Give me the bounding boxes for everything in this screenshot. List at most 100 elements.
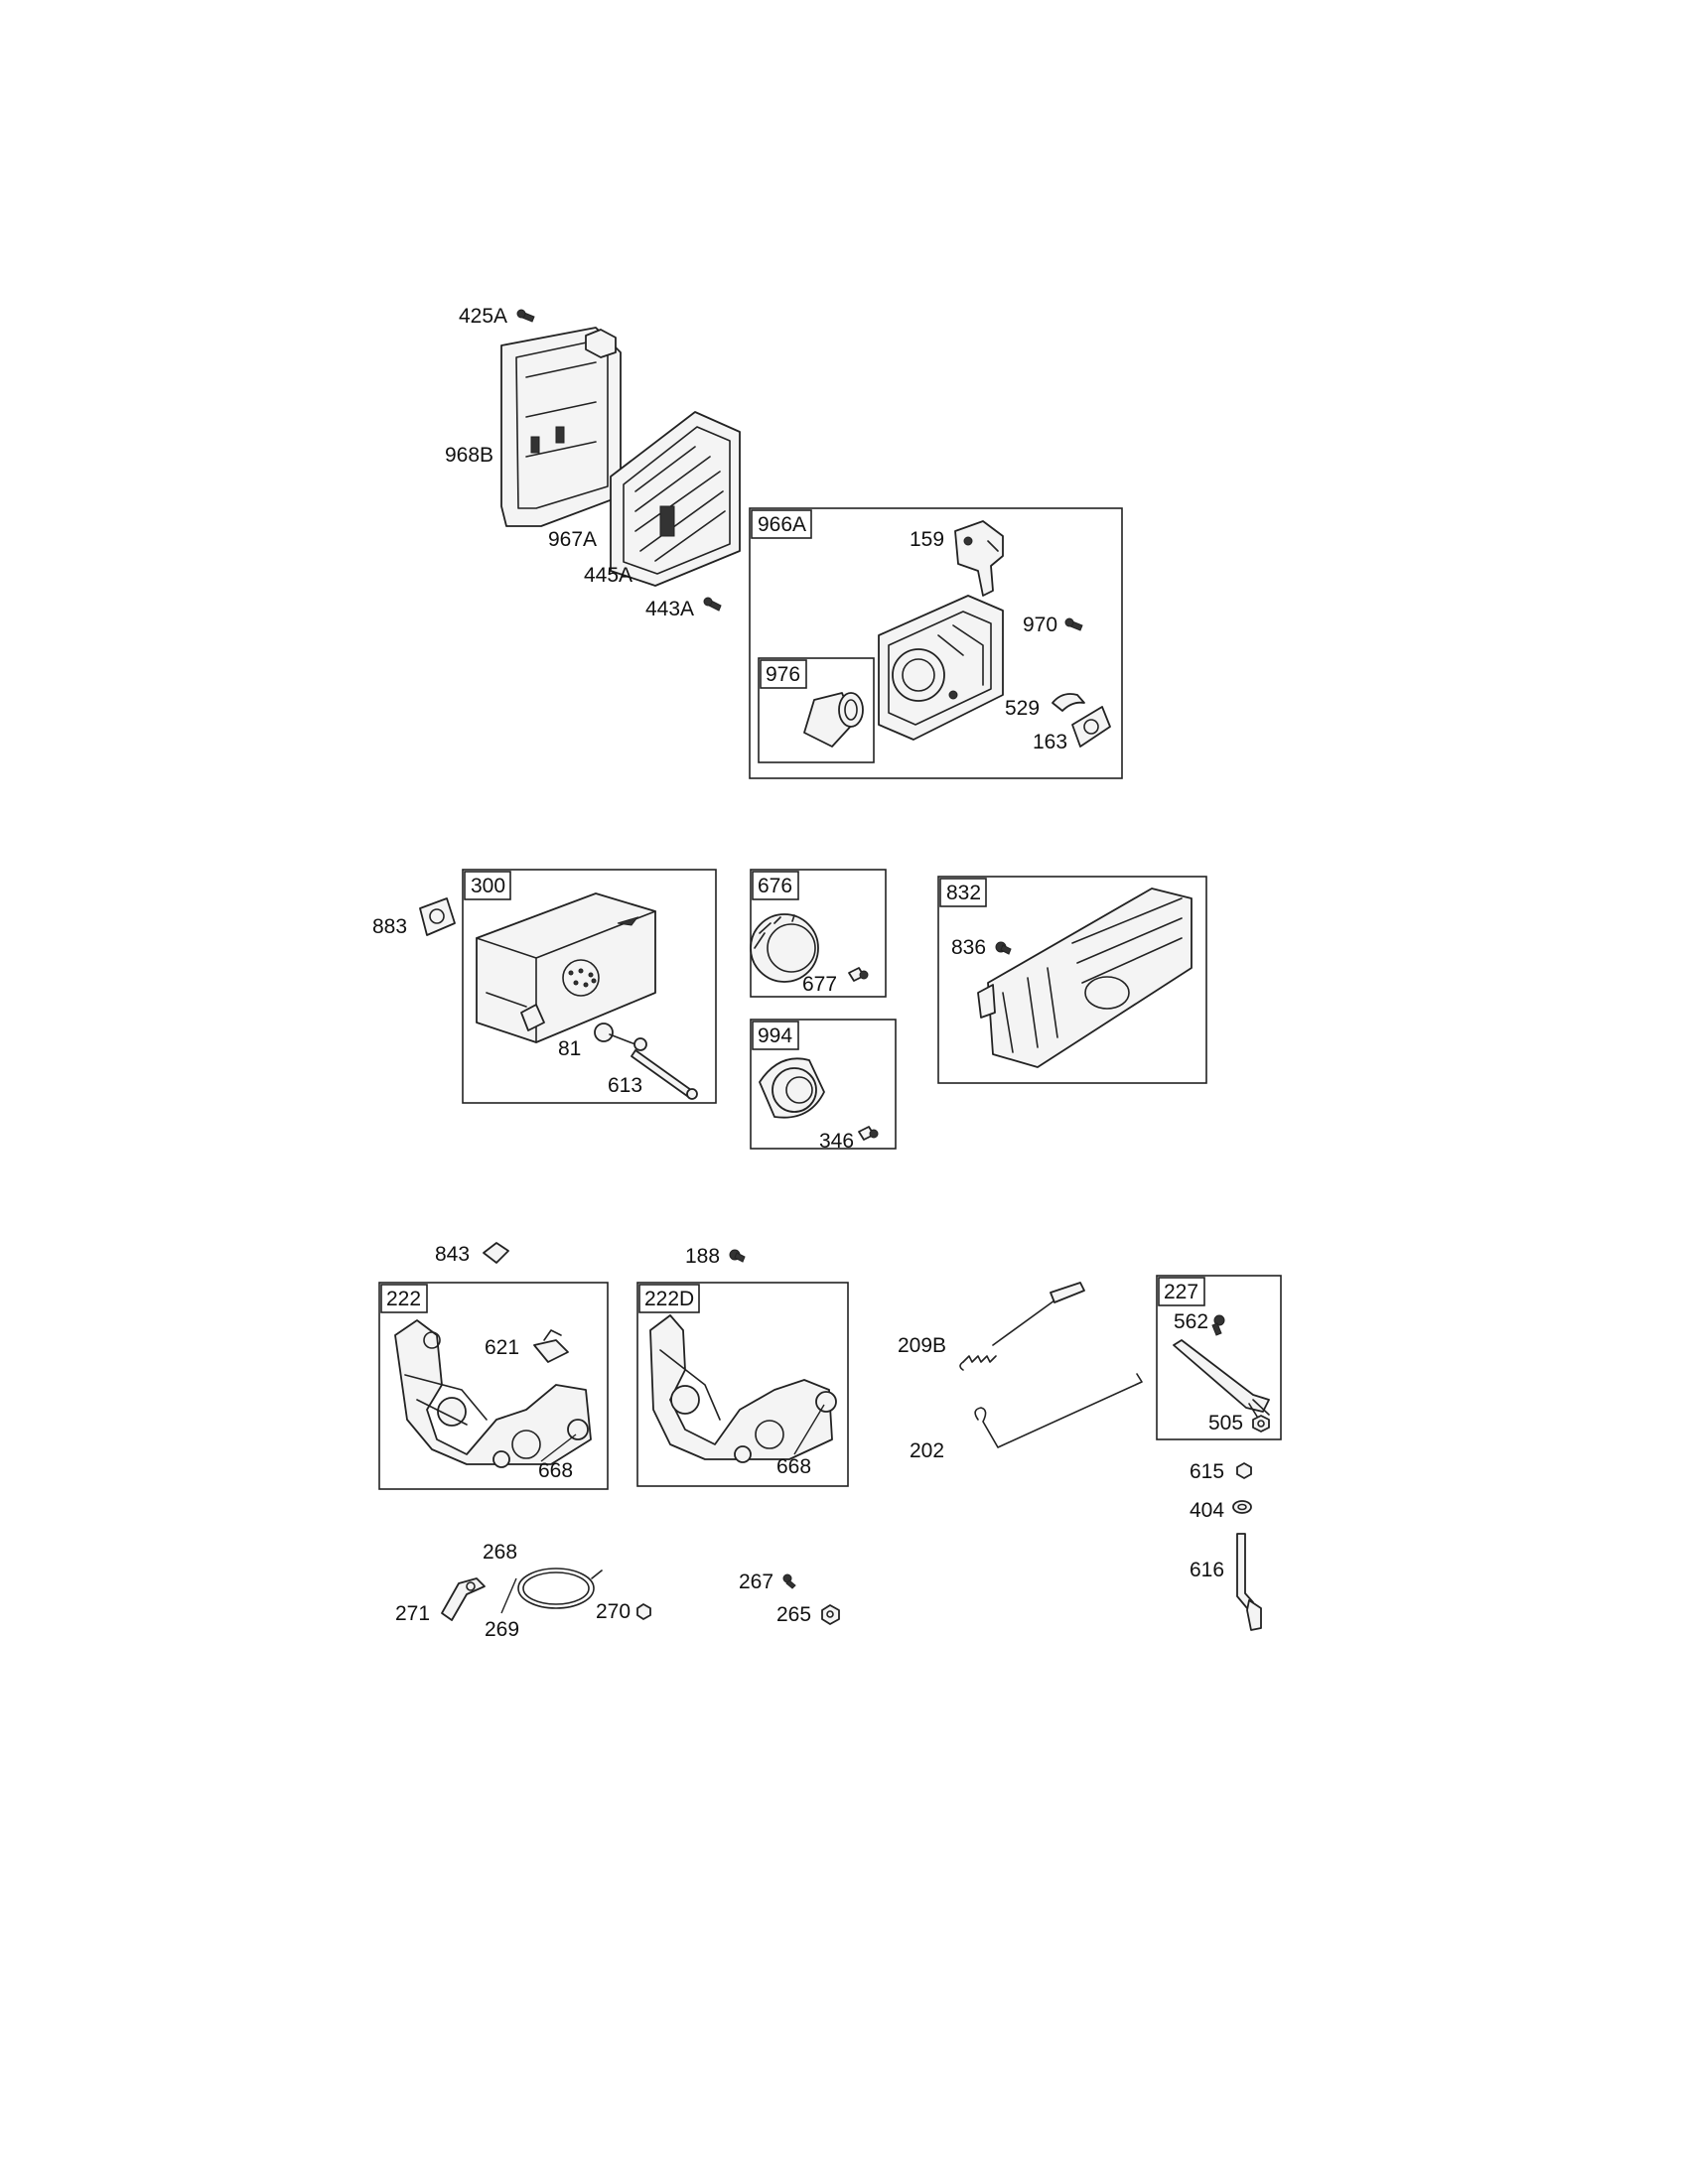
label-268: 268 bbox=[483, 1541, 517, 1564]
part-188-screw bbox=[729, 1249, 746, 1263]
part-81-washer bbox=[594, 1023, 647, 1051]
label-968B: 968B bbox=[445, 444, 493, 467]
box-227 bbox=[1156, 1275, 1282, 1440]
leader-668-b bbox=[793, 1404, 825, 1455]
label-445A: 445A bbox=[584, 564, 632, 587]
tag-832 bbox=[939, 878, 987, 907]
box-222 bbox=[378, 1282, 609, 1490]
tag-994 bbox=[752, 1021, 799, 1050]
box-966A bbox=[749, 507, 1123, 779]
box-222D bbox=[636, 1282, 849, 1487]
part-265-nut bbox=[821, 1604, 840, 1625]
part-615-nut bbox=[1236, 1462, 1252, 1479]
leader-269 bbox=[500, 1577, 517, 1614]
label-163: 163 bbox=[1033, 731, 1067, 753]
tag-966A bbox=[751, 509, 812, 539]
label-222: 222 bbox=[386, 1288, 421, 1310]
box-994 bbox=[750, 1019, 897, 1150]
part-968B-cover bbox=[500, 327, 622, 527]
label-269: 269 bbox=[485, 1618, 519, 1641]
part-202-link bbox=[974, 1373, 1143, 1448]
label-994: 994 bbox=[758, 1024, 792, 1047]
part-222-control-bracket bbox=[394, 1319, 592, 1468]
label-227: 227 bbox=[1164, 1281, 1198, 1303]
box-676 bbox=[750, 869, 887, 998]
box-300 bbox=[462, 869, 717, 1104]
tag-300 bbox=[464, 871, 511, 900]
part-832-guard bbox=[977, 887, 1193, 1068]
part-967A-445A-filter bbox=[610, 411, 741, 587]
part-505-nut bbox=[1252, 1415, 1270, 1433]
box-832 bbox=[937, 876, 1207, 1084]
part-994-deflector bbox=[759, 1057, 825, 1119]
part-676-guard bbox=[750, 913, 819, 983]
part-562-screw bbox=[1211, 1314, 1225, 1336]
label-668-a: 668 bbox=[538, 1459, 573, 1482]
label-832: 832 bbox=[946, 882, 981, 904]
box-976 bbox=[758, 657, 875, 763]
label-976: 976 bbox=[766, 663, 800, 686]
label-677: 677 bbox=[802, 973, 837, 996]
label-271: 271 bbox=[395, 1602, 430, 1625]
label-676: 676 bbox=[758, 875, 792, 897]
part-227-lever bbox=[1173, 1339, 1270, 1421]
label-265: 265 bbox=[776, 1603, 811, 1626]
part-836-screw bbox=[995, 941, 1012, 955]
label-668-b: 668 bbox=[776, 1455, 811, 1478]
part-268-cable bbox=[517, 1568, 603, 1609]
label-562: 562 bbox=[1174, 1310, 1208, 1333]
label-202: 202 bbox=[910, 1439, 944, 1462]
label-621: 621 bbox=[485, 1336, 519, 1359]
part-209B-spring bbox=[959, 1282, 1085, 1371]
part-271-lever bbox=[441, 1577, 486, 1621]
label-267: 267 bbox=[739, 1570, 773, 1593]
part-222D-control-bracket bbox=[649, 1314, 837, 1463]
label-209B: 209B bbox=[898, 1334, 946, 1357]
tag-222 bbox=[380, 1284, 428, 1313]
label-967A: 967A bbox=[548, 528, 597, 551]
label-404: 404 bbox=[1190, 1499, 1224, 1522]
label-81: 81 bbox=[558, 1037, 581, 1060]
label-843: 843 bbox=[435, 1243, 470, 1266]
part-621-clip bbox=[533, 1329, 569, 1363]
part-425A-screw bbox=[516, 309, 535, 323]
part-970-screw bbox=[1064, 617, 1083, 631]
part-976-breather bbox=[803, 692, 864, 748]
leader-668-a bbox=[540, 1433, 577, 1462]
label-970: 970 bbox=[1023, 614, 1057, 636]
label-616: 616 bbox=[1190, 1559, 1224, 1581]
part-613-stud bbox=[631, 1049, 698, 1100]
label-443A: 443A bbox=[645, 598, 694, 620]
part-300-muffler bbox=[476, 892, 656, 1043]
part-677-screw bbox=[848, 967, 869, 982]
part-883-gasket bbox=[419, 897, 456, 936]
tag-227 bbox=[1158, 1277, 1205, 1306]
label-188: 188 bbox=[685, 1245, 720, 1268]
part-616-shaft bbox=[1236, 1533, 1262, 1631]
part-404-washer bbox=[1232, 1500, 1252, 1514]
label-300: 300 bbox=[471, 875, 505, 897]
tag-676 bbox=[752, 871, 799, 900]
part-270-nut bbox=[636, 1603, 651, 1620]
part-163-gasket bbox=[1071, 706, 1111, 748]
label-270: 270 bbox=[596, 1600, 631, 1623]
label-966A: 966A bbox=[758, 513, 806, 536]
tag-222D bbox=[638, 1284, 700, 1313]
label-425A: 425A bbox=[459, 305, 507, 328]
part-443A-screw bbox=[703, 597, 722, 612]
tag-976 bbox=[760, 659, 807, 689]
part-843-block bbox=[483, 1242, 509, 1264]
part-529-tube bbox=[1052, 693, 1085, 712]
label-613: 613 bbox=[608, 1074, 642, 1097]
label-529: 529 bbox=[1005, 697, 1040, 720]
part-159-bracket bbox=[954, 520, 1004, 597]
label-159: 159 bbox=[910, 528, 944, 551]
part-346-screw bbox=[858, 1126, 879, 1141]
part-267-screw bbox=[782, 1573, 796, 1589]
label-346: 346 bbox=[819, 1130, 854, 1153]
label-505: 505 bbox=[1208, 1412, 1243, 1434]
label-836: 836 bbox=[951, 936, 986, 959]
label-615: 615 bbox=[1190, 1460, 1224, 1483]
part-air-cleaner-base bbox=[878, 595, 1004, 741]
